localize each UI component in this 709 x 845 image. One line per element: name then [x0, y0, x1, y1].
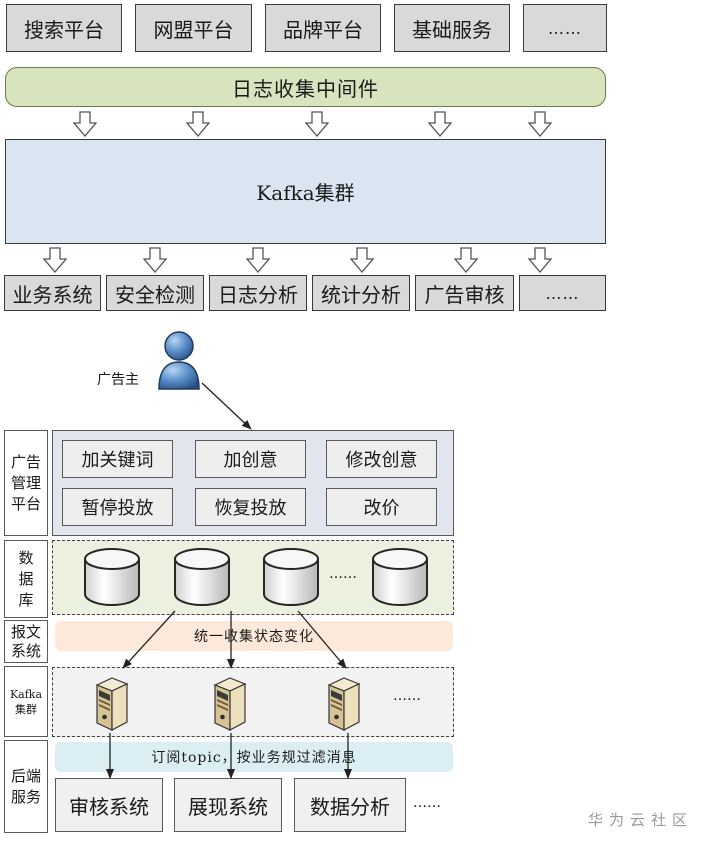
server-icon [327, 677, 361, 731]
source-more: …… [523, 4, 607, 52]
down-arrow-icon [305, 111, 329, 137]
consumer-statistics-analysis: 统计分析 [312, 275, 410, 311]
backend-display-system: 展现系统 [174, 778, 282, 832]
layer-label-kafka-cluster: Kafka 集群 [4, 666, 48, 737]
backend-data-analysis: 数据分析 [294, 778, 406, 832]
down-arrow-icon [143, 247, 167, 273]
server-icon [95, 677, 129, 731]
action-add-keyword: 加关键词 [62, 440, 173, 478]
layer-label-line: 后端 [10, 766, 41, 785]
consumer-security-detection: 安全检测 [106, 275, 204, 311]
collect-state-change-note: 统一收集状态变化 [55, 621, 453, 651]
consumer-business-system: 业务系统 [4, 275, 101, 311]
consumer-more: …… [519, 275, 606, 311]
database-cylinder-icon [84, 548, 140, 606]
action-resume-delivery: 恢复投放 [195, 488, 306, 526]
person-icon [158, 331, 200, 390]
down-arrow-icon [73, 111, 97, 137]
down-arrow-icon [43, 247, 67, 273]
log-collection-middleware: 日志收集中间件 [5, 67, 606, 107]
consumer-log-analysis: 日志分析 [209, 275, 307, 311]
down-arrow-icon [528, 247, 552, 273]
advertiser-label: 广告主 [97, 372, 139, 388]
database-cylinder-icon [372, 548, 428, 606]
layer-label-line: 报文 [10, 622, 41, 641]
layer-label-line: 系统 [10, 641, 41, 660]
layer-label-line: 数 [18, 548, 34, 567]
advertiser-to-platform-arrow [201, 382, 252, 430]
layer-label-database: 数 据 库 [4, 540, 48, 618]
backend-more: …… [413, 795, 441, 811]
layer-label-line: 广告 [10, 452, 41, 471]
consumer-ad-review: 广告审核 [415, 275, 514, 311]
down-arrow-icon [528, 111, 552, 137]
down-arrow-icon [428, 111, 452, 137]
action-change-price: 改价 [326, 488, 437, 526]
backend-review-system: 审核系统 [55, 778, 163, 832]
layer-label-line: 服务 [10, 787, 41, 806]
action-edit-creative: 修改创意 [326, 440, 437, 478]
layer-label-line: 集群 [15, 702, 37, 716]
database-more: …… [329, 566, 357, 582]
down-arrow-icon [350, 247, 374, 273]
layer-label-line: 平台 [10, 494, 41, 513]
layer-label-ad-platform: 广告 管理 平台 [4, 430, 48, 536]
action-pause-delivery: 暂停投放 [62, 488, 173, 526]
down-arrow-icon [246, 247, 270, 273]
database-cylinder-icon [263, 548, 319, 606]
database-cylinder-icon [174, 548, 230, 606]
layer-label-line: Kafka [9, 687, 43, 701]
down-arrow-icon [454, 247, 478, 273]
source-brand-platform: 品牌平台 [265, 4, 381, 52]
layer-label-line: 库 [18, 590, 34, 609]
layer-label-message-system: 报文 系统 [4, 620, 48, 663]
kafka-cluster: Kafka集群 [5, 139, 606, 244]
source-ad-network-platform: 网盟平台 [135, 4, 252, 52]
source-basic-services: 基础服务 [394, 4, 510, 52]
layer-label-line: 管理 [10, 473, 41, 492]
watermark: 华为云社区 [588, 811, 694, 829]
layer-label-backend-services: 后端 服务 [4, 740, 48, 833]
down-arrow-icon [186, 111, 210, 137]
kafka-more: …… [393, 688, 421, 704]
action-add-creative: 加创意 [195, 440, 306, 478]
subscribe-filter-note: 订阅topic，按业务规过滤消息 [55, 742, 453, 772]
server-icon [213, 677, 247, 731]
layer-label-line: 据 [18, 569, 34, 588]
source-search-platform: 搜索平台 [6, 4, 122, 52]
